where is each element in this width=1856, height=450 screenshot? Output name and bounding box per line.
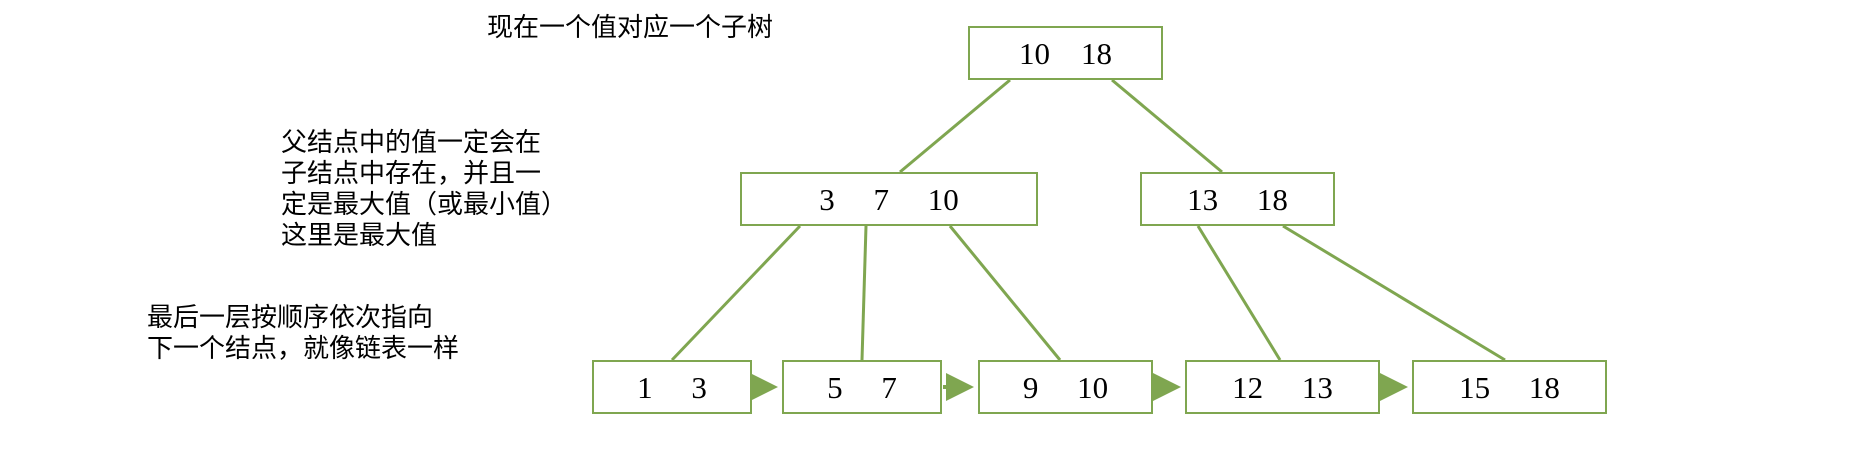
tree-node-leaf-3[interactable]: 12 13 bbox=[1185, 360, 1380, 414]
annotation-top: 现在一个值对应一个子树 bbox=[487, 12, 774, 42]
tree-node-root[interactable]: 10 18 bbox=[968, 26, 1163, 80]
edge-internal1-to-leaf3 bbox=[1196, 225, 1282, 361]
tree-node-leaf-1[interactable]: 5 7 bbox=[782, 360, 942, 414]
annotation-middle: 父结点中的值一定会在 子结点中存在，并且一 定是最大值（或最小值） 这里是最大值 bbox=[281, 127, 568, 250]
tree-node-leaf-0[interactable]: 1 3 bbox=[592, 360, 752, 414]
tree-node-internal-1[interactable]: 13 18 bbox=[1140, 172, 1335, 226]
tree-node-leaf-2[interactable]: 9 10 bbox=[978, 360, 1153, 414]
node-keys: 10 18 bbox=[1019, 35, 1112, 71]
node-keys: 12 13 bbox=[1232, 369, 1333, 405]
edge-internal0-to-leaf0 bbox=[670, 224, 802, 362]
node-keys: 15 18 bbox=[1459, 369, 1560, 405]
edge-root-to-internal-0 bbox=[899, 78, 1011, 174]
node-keys: 3 7 10 bbox=[819, 181, 959, 217]
node-keys: 9 10 bbox=[1022, 369, 1109, 405]
edge-internal0-to-leaf2 bbox=[948, 225, 1062, 361]
tree-node-internal-0[interactable]: 3 7 10 bbox=[740, 172, 1038, 226]
edge-internal0-to-leaf1 bbox=[860, 225, 868, 361]
tree-node-leaf-4[interactable]: 15 18 bbox=[1412, 360, 1607, 414]
annotation-bottom: 最后一层按顺序依次指向 下一个结点，就像链表一样 bbox=[147, 302, 460, 363]
node-keys: 5 7 bbox=[827, 369, 897, 405]
node-keys: 13 18 bbox=[1187, 181, 1288, 217]
node-keys: 1 3 bbox=[637, 369, 707, 405]
edge-internal1-to-leaf4 bbox=[1282, 224, 1506, 362]
edge-root-to-internal-1 bbox=[1111, 78, 1223, 174]
